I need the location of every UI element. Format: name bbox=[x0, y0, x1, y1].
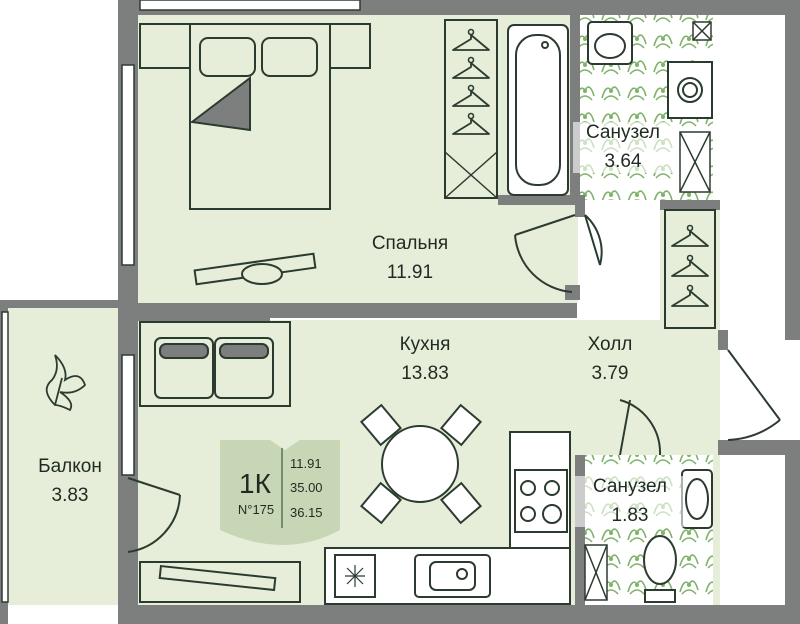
doors bbox=[127, 214, 781, 553]
sofa-icon bbox=[139, 321, 291, 407]
wardrobe-hall bbox=[664, 209, 716, 329]
room-hall-name: Холл bbox=[587, 334, 633, 355]
plant-icon bbox=[45, 354, 87, 412]
room-bath-bottom-name: Санузел bbox=[592, 476, 667, 497]
bed-icon bbox=[139, 23, 371, 210]
room-bath-bottom: Санузел 1.83 bbox=[575, 476, 685, 527]
room-bedroom-name: Спальня bbox=[371, 233, 449, 254]
sink-icon bbox=[587, 21, 633, 65]
room-bath-top-name: Санузел bbox=[585, 122, 660, 143]
bench-icon bbox=[139, 561, 301, 603]
room-hall-area: 3.79 bbox=[591, 363, 629, 384]
room-balcony: Балкон 3.83 bbox=[20, 456, 120, 507]
apartment-type: 1К bbox=[239, 468, 271, 499]
toilet-icon bbox=[643, 535, 677, 603]
room-bath-top: Санузел 3.64 bbox=[573, 122, 673, 173]
chair-icon bbox=[193, 252, 317, 286]
bathtub-icon bbox=[507, 24, 569, 196]
apartment-info-badge bbox=[220, 440, 340, 545]
windows bbox=[1, 0, 361, 603]
apartment-area-2: 35.00 bbox=[290, 480, 323, 495]
room-bedroom-area: 11.91 bbox=[386, 262, 434, 283]
room-hall: Холл 3.79 bbox=[560, 334, 660, 385]
room-bath-bottom-area: 1.83 bbox=[611, 505, 649, 526]
table-icon bbox=[359, 403, 483, 525]
washing-machine-icon bbox=[667, 61, 713, 119]
room-kitchen: Кухня 13.83 bbox=[360, 334, 490, 385]
room-kitchen-name: Кухня bbox=[399, 334, 451, 355]
room-bath-top-area: 3.64 bbox=[604, 151, 642, 172]
kitchen-counter bbox=[324, 431, 571, 605]
apartment-living-area: 11.91 bbox=[290, 456, 322, 471]
wardrobe-bedroom bbox=[444, 19, 498, 199]
room-balcony-area: 3.83 bbox=[51, 485, 89, 506]
shaft-icon bbox=[679, 21, 712, 193]
shaft-icon-bottom bbox=[584, 544, 608, 601]
room-bedroom: Спальня 11.91 bbox=[345, 233, 475, 284]
apartment-area-3: 36.15 bbox=[290, 505, 323, 520]
room-balcony-name: Балкон bbox=[38, 456, 102, 477]
sink-icon-bottom bbox=[681, 469, 713, 529]
room-kitchen-area: 13.83 bbox=[401, 363, 449, 384]
apartment-number: N°175 bbox=[237, 502, 275, 517]
